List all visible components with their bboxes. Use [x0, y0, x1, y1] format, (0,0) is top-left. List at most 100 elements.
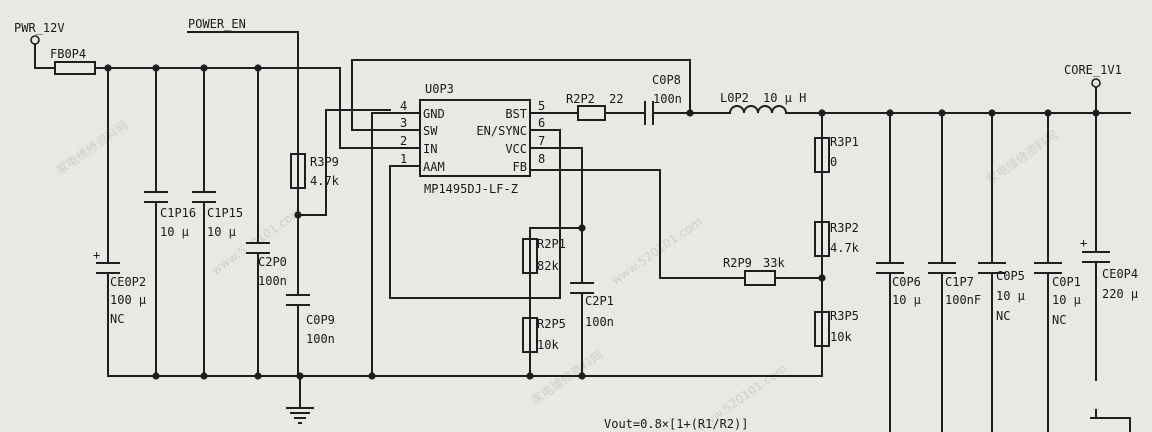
- c1p7-ref: C1P7: [945, 275, 974, 289]
- resistor-r2p9: [744, 270, 776, 286]
- labels: PWR_12V POWER_EN CORE_1V1 FB0P4 CE0P2 10…: [14, 17, 1138, 431]
- ic-pin-num: 7: [538, 134, 545, 148]
- resistor-r2p1: [522, 238, 538, 274]
- ic-pin-num: 4: [400, 99, 407, 113]
- c0p6-value: 10 µ: [892, 293, 921, 307]
- vcc-pin7-wire: [529, 147, 583, 377]
- ic-pin-name: IN: [423, 142, 437, 156]
- c1p15-value: 10 µ: [207, 225, 236, 239]
- watermark-cn: 家电维修资料网: [528, 347, 605, 407]
- power-en-wire: [187, 31, 299, 377]
- ic-body-u0p3: [419, 99, 531, 177]
- c1p7-value: 100nF: [945, 293, 981, 307]
- c0p5-note: NC: [996, 309, 1010, 323]
- resistor-r3p9: [290, 153, 306, 189]
- input-rail-wire: [34, 44, 56, 69]
- pwr-12v-terminal-icon: [30, 35, 40, 45]
- c1p15-ref: C1P15: [207, 206, 243, 220]
- ic-pin-name: BST: [505, 107, 527, 121]
- r3p5-value: 10k: [830, 330, 852, 344]
- net-label-core: CORE_1V1: [1064, 63, 1122, 77]
- r2p2-value: 22: [609, 92, 623, 106]
- r2p9-value: 33k: [763, 256, 785, 270]
- junctions: [104, 64, 1100, 380]
- r3p2-ref: R3P2: [830, 221, 859, 235]
- vout-formula: Vout=0.8×[1+(R1/R2)]: [604, 417, 749, 431]
- cap-ce0p4-plus-icon: +: [1080, 236, 1087, 250]
- gnd-pin4-wire: [371, 112, 421, 377]
- ce0p2-ref: CE0P2: [110, 275, 146, 289]
- resistor-r3p2: [814, 221, 830, 257]
- component-bodies: [54, 61, 830, 353]
- r2p5-ref: R2P5: [537, 317, 566, 331]
- r2p1-ref: R2P1: [537, 237, 566, 251]
- c0p1-note: NC: [1052, 313, 1066, 327]
- watermark-cn: 家电维修资料网: [53, 117, 130, 177]
- cap-ce0p2-plus-icon: +: [93, 248, 100, 262]
- r3p5-ref: R3P5: [830, 309, 859, 323]
- en-sync-wire: [297, 109, 391, 216]
- c0p8-ref: C0P8: [652, 73, 681, 87]
- c0p6-ref: C0P6: [892, 275, 921, 289]
- ic-ref: U0P3: [425, 82, 454, 96]
- resistor-r2p2: [577, 105, 606, 121]
- capacitors: +: [93, 101, 1110, 306]
- ce0p4-ref: CE0P4: [1102, 267, 1138, 281]
- c0p5-value: 10 µ: [996, 289, 1025, 303]
- c1p16-ref: C1P16: [160, 206, 196, 220]
- core-1v1-terminal-icon: [1091, 78, 1101, 88]
- r2p1-value: 82k: [537, 259, 559, 273]
- vin-to-pin2-wire: [339, 67, 421, 149]
- c1p16-value: 10 µ: [160, 225, 189, 239]
- ic-pin-num: 5: [538, 99, 545, 113]
- ic-part: MP1495DJ-LF-Z: [424, 182, 518, 196]
- aam-pin1-wire: [389, 129, 561, 299]
- ce0p4-gnd-wire: [1095, 409, 1131, 432]
- c0p1-ref: C0P1: [1052, 275, 1081, 289]
- l0p2-value: 10 µ H: [763, 91, 806, 105]
- c2p0-ref: C2P0: [258, 255, 287, 269]
- c2p1-ref: C2P1: [585, 294, 614, 308]
- ic-pin-name: AAM: [423, 160, 445, 174]
- ferrite-bead-fb0p4: [54, 61, 96, 75]
- r3p1-ref: R3P1: [830, 135, 859, 149]
- r2p5-value: 10k: [537, 338, 559, 352]
- l0p2-ref: L0P2: [720, 91, 749, 105]
- ic-pin-num: 6: [538, 116, 545, 130]
- c2p1-value: 100n: [585, 315, 614, 329]
- watermark-url: www.520101.com: [609, 214, 705, 287]
- r3p9-ref: R3P9: [310, 155, 339, 169]
- ic-pin-num: 2: [400, 134, 407, 148]
- ic-pin-name: EN/SYNC: [476, 124, 527, 138]
- ce0p2-note: NC: [110, 312, 124, 326]
- net-label-power-en: POWER_EN: [188, 17, 246, 31]
- r2p9-ref: R2P9: [723, 256, 752, 270]
- ground-icon: [286, 407, 314, 424]
- net-label-pwr: PWR_12V: [14, 21, 65, 35]
- ic-pin-name: VCC: [505, 142, 527, 156]
- r3p9-value: 4.7k: [310, 174, 340, 188]
- resistor-r3p5: [814, 311, 830, 347]
- c0p1-value: 10 µ: [1052, 293, 1081, 307]
- c0p9-value: 100n: [306, 332, 335, 346]
- c0p9-ref: C0P9: [306, 313, 335, 327]
- ic-pin-num: 8: [538, 152, 545, 166]
- ic-pin-name: GND: [423, 107, 445, 121]
- r3p2-value: 4.7k: [830, 241, 860, 255]
- ce0p2-value: 100 µ: [110, 293, 146, 307]
- resistor-r3p1: [814, 137, 830, 173]
- c2p0-value: 100n: [258, 274, 287, 288]
- fb0p4-ref: FB0P4: [50, 47, 86, 61]
- c0p8-value: 100n: [653, 92, 682, 106]
- ic-pin-num: 3: [400, 116, 407, 130]
- ic-pin-name: SW: [423, 124, 438, 138]
- r2p2-ref: R2P2: [566, 92, 595, 106]
- r3p1-value: 0: [830, 155, 837, 169]
- ce0p4-value: 220 µ: [1102, 287, 1138, 301]
- ic-pin-name: FB: [513, 160, 527, 174]
- inductor-l0p2: [729, 105, 787, 114]
- sw-pin3-wire: [351, 59, 691, 131]
- wires: [34, 31, 1131, 432]
